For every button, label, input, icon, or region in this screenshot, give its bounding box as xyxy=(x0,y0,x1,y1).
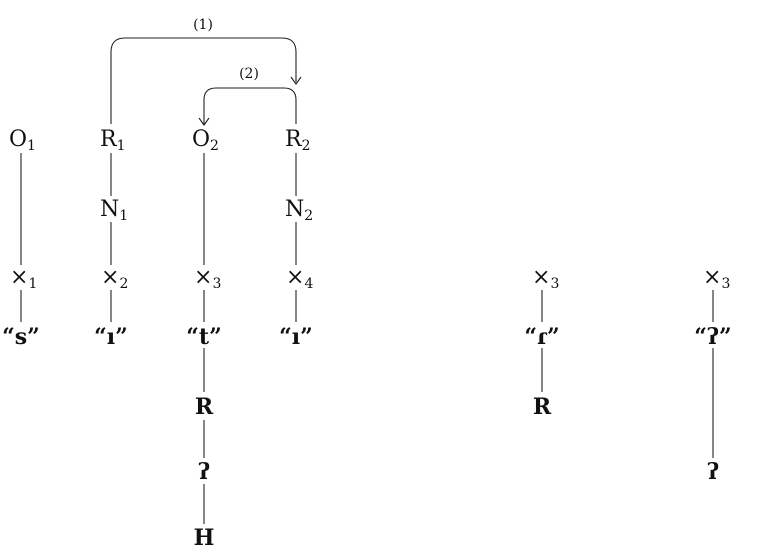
association-lines xyxy=(20,153,714,524)
arc-1-arrowhead xyxy=(290,76,302,85)
node-x1: ×1 xyxy=(10,265,37,292)
node-x3-third: ×3 xyxy=(703,265,730,292)
feature-H: H xyxy=(194,525,215,551)
node-n1: N1 xyxy=(100,197,128,224)
feature-R-2: R xyxy=(533,394,552,420)
segment-glottal-stop: “ʔ” xyxy=(694,324,731,350)
feature-R-1: R xyxy=(195,394,214,420)
node-r2: R2 xyxy=(285,127,311,154)
node-n2: N2 xyxy=(285,197,313,224)
node-x3-second: ×3 xyxy=(532,265,559,292)
segment-flap: “ɾ” xyxy=(524,324,559,350)
node-x4: ×4 xyxy=(286,265,313,292)
segment-t: “t” xyxy=(186,324,221,350)
arc-2: (2) xyxy=(198,66,297,126)
node-o2: O2 xyxy=(192,127,219,154)
segment-i-1: “ı” xyxy=(94,324,128,350)
feature-glottal-1: ʔ xyxy=(198,459,210,485)
node-o1: O1 xyxy=(9,127,36,154)
arc-1-path xyxy=(110,37,297,124)
node-r1: R1 xyxy=(100,127,126,154)
segment-i-2: “ı” xyxy=(279,324,313,350)
arc-2-path xyxy=(203,87,297,124)
arc-2-arrowhead xyxy=(198,117,210,126)
node-x3: ×3 xyxy=(194,265,221,292)
arc-1: (1) xyxy=(110,17,302,124)
segment-s: “s” xyxy=(2,324,40,350)
feature-glottal-2: ʔ xyxy=(707,459,719,485)
feature-labels: R ʔ H R ʔ xyxy=(194,394,719,551)
segment-labels: “s” “ı” “t” “ı” “ɾ” “ʔ” xyxy=(2,324,732,350)
arc-1-label: (1) xyxy=(193,17,213,33)
arc-2-label: (2) xyxy=(239,66,259,82)
node-labels: O1 R1 O2 R2 N1 N2 ×1 ×2 ×3 ×4 ×3 ×3 xyxy=(9,127,730,292)
node-x2: ×2 xyxy=(101,265,128,292)
